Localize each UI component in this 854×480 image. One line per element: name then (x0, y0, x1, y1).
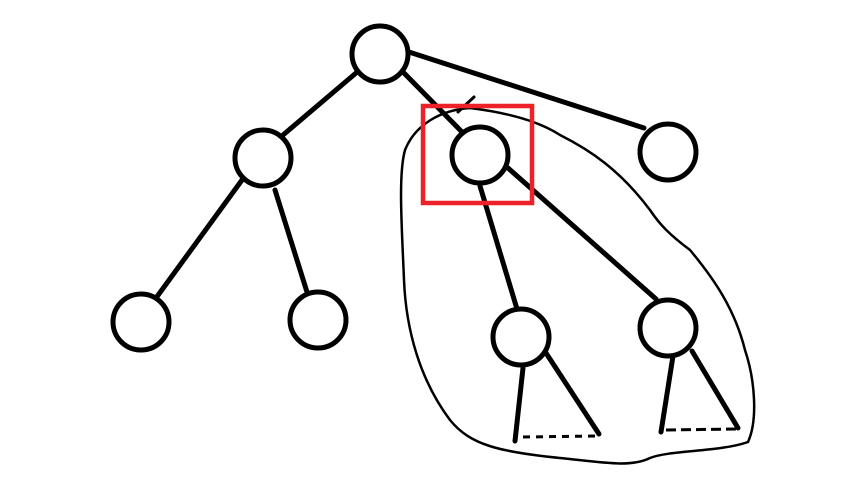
subtree-outline (399, 106, 756, 465)
edge-middleleft-a1 (512, 365, 526, 444)
edge-middle-middleleft (477, 183, 520, 312)
node-left-right (287, 289, 349, 351)
edge-left-leftright (272, 187, 310, 295)
edge-middleright-b2 (689, 348, 741, 431)
edge-root-right (406, 49, 647, 131)
node-middle (449, 124, 511, 186)
node-middle-right (637, 297, 699, 359)
node-right (637, 121, 699, 183)
node-root (349, 23, 411, 85)
subtree-b-base (665, 427, 738, 432)
edge-root-left (280, 70, 359, 138)
edge-middleleft-a2 (543, 350, 602, 437)
subtree-a-base (522, 434, 598, 439)
node-middle-left (490, 306, 552, 368)
edge-left-leftleft (153, 177, 245, 301)
edge-middleright-b1 (658, 353, 676, 435)
node-left (232, 127, 294, 189)
edge-root-middle (401, 70, 466, 136)
node-left-left (110, 291, 172, 353)
highlight-box (420, 103, 535, 206)
